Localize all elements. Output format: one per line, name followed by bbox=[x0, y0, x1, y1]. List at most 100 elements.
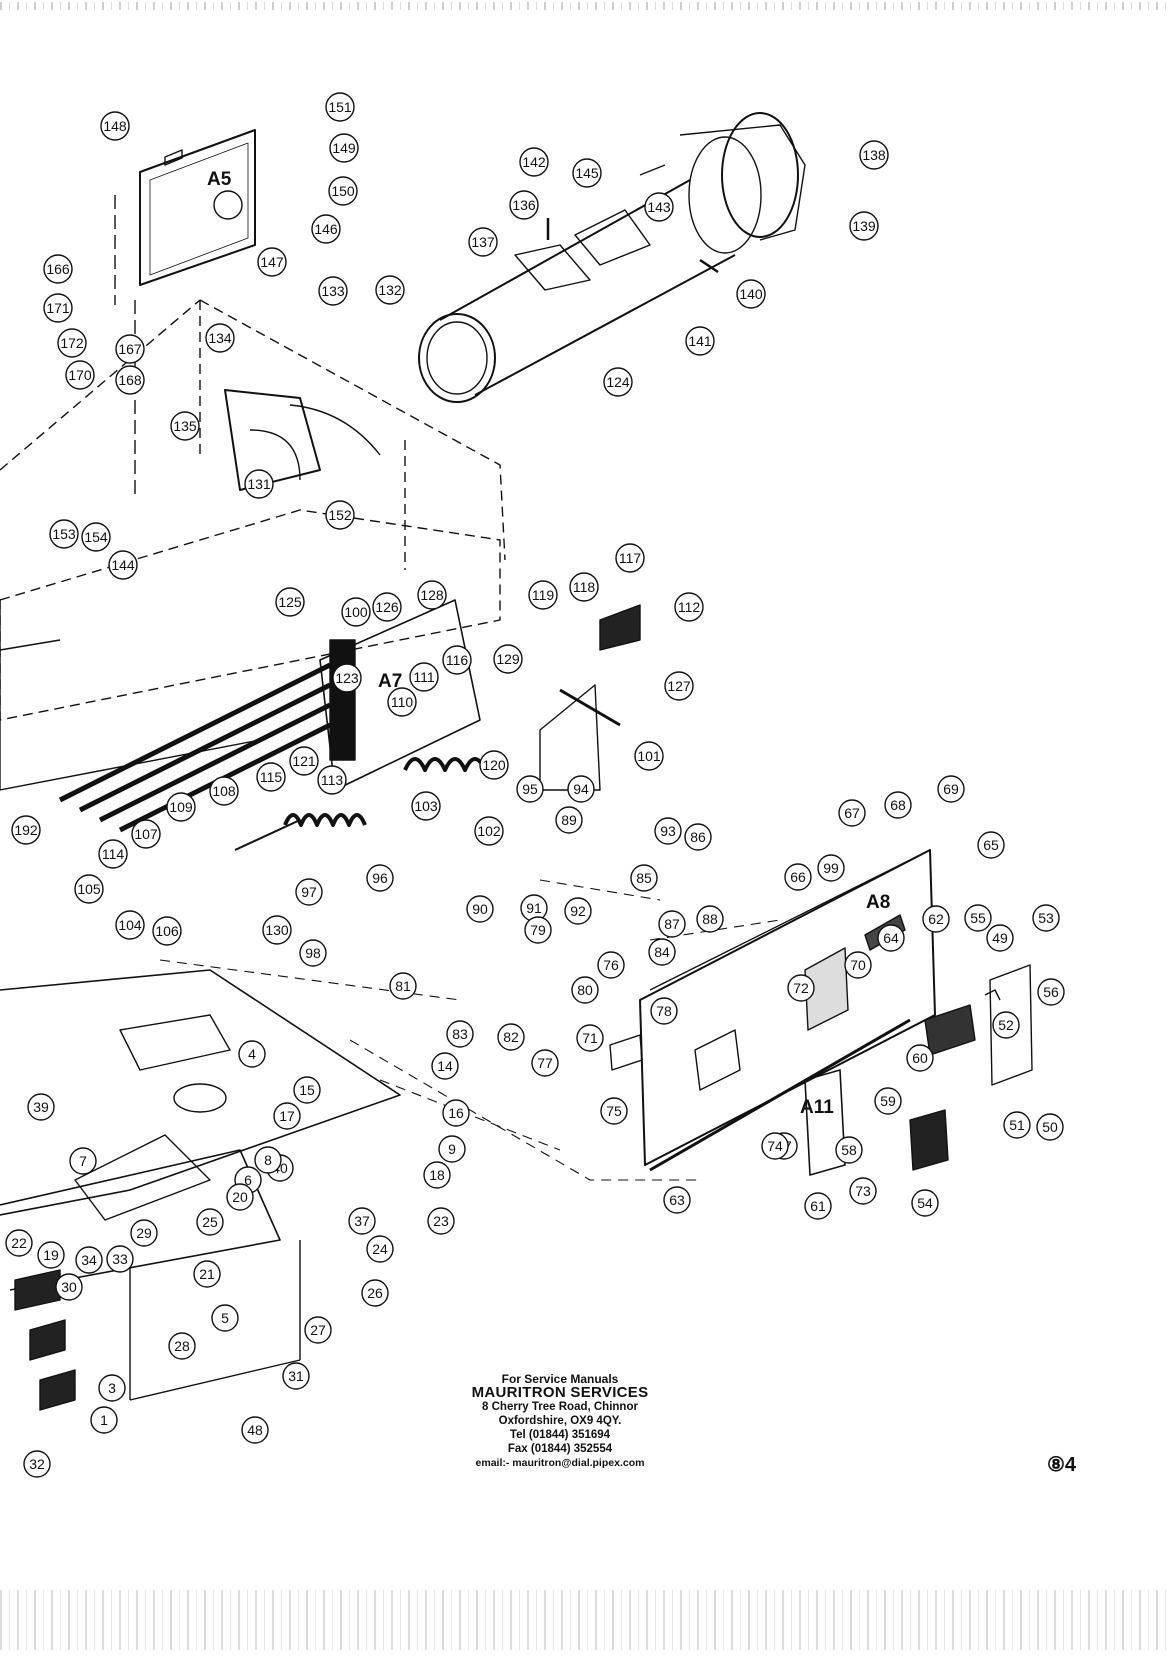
callout-87: 87 bbox=[658, 910, 686, 938]
callout-74: 74 bbox=[761, 1132, 789, 1160]
callout-circle bbox=[986, 924, 1014, 952]
callout-number: 66 bbox=[790, 869, 806, 885]
callout-142: 142 bbox=[519, 147, 549, 177]
callout-circle bbox=[674, 592, 704, 622]
callout-number: 21 bbox=[199, 1266, 215, 1282]
callout-112: 112 bbox=[674, 592, 704, 622]
callout-number: 85 bbox=[636, 870, 652, 886]
callout-number: 31 bbox=[288, 1368, 304, 1384]
callout-number: 28 bbox=[174, 1338, 190, 1354]
callout-number: 33 bbox=[112, 1251, 128, 1267]
callout-circle bbox=[874, 1087, 902, 1115]
callout-number: 131 bbox=[247, 476, 271, 492]
callout-29: 29 bbox=[130, 1219, 158, 1247]
callout-number: 98 bbox=[305, 945, 321, 961]
callout-number: 39 bbox=[33, 1099, 49, 1115]
callout-number: 137 bbox=[471, 234, 495, 250]
callout-circle bbox=[438, 1135, 466, 1163]
callout-number: 59 bbox=[880, 1093, 896, 1109]
callout-number: 88 bbox=[702, 911, 718, 927]
callout-number: 71 bbox=[582, 1030, 598, 1046]
callout-number: 166 bbox=[46, 261, 70, 277]
callout-number: 53 bbox=[1038, 910, 1054, 926]
callout-number: 51 bbox=[1009, 1117, 1025, 1133]
callout-number: 124 bbox=[606, 374, 630, 390]
callout-17: 17 bbox=[273, 1102, 301, 1130]
callout-116: 116 bbox=[442, 645, 472, 675]
callout-109: 109 bbox=[166, 792, 196, 822]
callout-77: 77 bbox=[531, 1049, 559, 1077]
callout-number: 106 bbox=[155, 923, 179, 939]
callout-number: 75 bbox=[606, 1103, 622, 1119]
callout-circle bbox=[600, 1097, 628, 1125]
callout-circle bbox=[787, 974, 815, 1002]
callout-110: 110 bbox=[387, 687, 417, 717]
callout-number: 62 bbox=[928, 911, 944, 927]
callout-79: 79 bbox=[524, 916, 552, 944]
callout-150: 150 bbox=[328, 176, 358, 206]
callout-circle bbox=[442, 1099, 470, 1127]
callout-circle bbox=[375, 275, 405, 305]
callout-circle bbox=[205, 323, 235, 353]
callout-95: 95 bbox=[516, 775, 544, 803]
callout-number: 22 bbox=[11, 1235, 27, 1251]
callout-113: 113 bbox=[317, 765, 347, 795]
callout-circle bbox=[849, 211, 879, 241]
callout-circle bbox=[5, 1229, 33, 1257]
callout-circle bbox=[209, 776, 239, 806]
callout-number: 70 bbox=[850, 957, 866, 973]
callout-70: 70 bbox=[844, 951, 872, 979]
callout-number: 27 bbox=[310, 1322, 326, 1338]
callout-140: 140 bbox=[736, 279, 766, 309]
callout-number: 6 bbox=[244, 1172, 252, 1188]
callout-93: 93 bbox=[654, 817, 682, 845]
callout-number: 135 bbox=[173, 418, 197, 434]
callout-18: 18 bbox=[423, 1161, 451, 1189]
callout-circle bbox=[884, 791, 912, 819]
callout-130: 130 bbox=[262, 915, 292, 945]
callout-3: 3 bbox=[98, 1374, 126, 1402]
callout-30: 30 bbox=[55, 1273, 83, 1301]
callout-circle bbox=[784, 863, 812, 891]
callout-102: 102 bbox=[474, 816, 504, 846]
callout-98: 98 bbox=[299, 939, 327, 967]
callout-number: 172 bbox=[60, 335, 84, 351]
callout-circle bbox=[468, 227, 498, 257]
callout-123: 123 bbox=[332, 663, 362, 693]
callout-circle bbox=[423, 1161, 451, 1189]
callout-number: 56 bbox=[1043, 984, 1059, 1000]
callout-64: 64 bbox=[877, 924, 905, 952]
callout-number: 29 bbox=[136, 1225, 152, 1241]
callout-circle bbox=[389, 972, 417, 1000]
callout-circle bbox=[859, 140, 889, 170]
callout-154: 154 bbox=[81, 522, 111, 552]
callout-number: 95 bbox=[522, 781, 538, 797]
callout-153: 153 bbox=[49, 519, 79, 549]
callout-circle bbox=[663, 1186, 691, 1214]
callout-14: 14 bbox=[431, 1052, 459, 1080]
callout-circle bbox=[411, 791, 441, 821]
callout-circle bbox=[576, 1024, 604, 1052]
callout-104: 104 bbox=[115, 910, 145, 940]
callout-circle bbox=[603, 367, 633, 397]
callout-number: 69 bbox=[943, 781, 959, 797]
callout-number: 129 bbox=[496, 651, 520, 667]
callout-83: 83 bbox=[446, 1020, 474, 1048]
footer-email: email:- mauritron@dial.pipex.com bbox=[475, 1457, 645, 1469]
callout-circle bbox=[630, 864, 658, 892]
callout-171: 171 bbox=[43, 293, 73, 323]
callout-circle bbox=[98, 1374, 126, 1402]
callout-170: 170 bbox=[65, 360, 95, 390]
callout-circle bbox=[37, 1241, 65, 1269]
callout-circle bbox=[238, 1040, 266, 1068]
scan-noise-top bbox=[0, 2, 1168, 10]
callout-number: 151 bbox=[328, 99, 352, 115]
callout-number: 152 bbox=[328, 507, 352, 523]
callout-24: 24 bbox=[366, 1235, 394, 1263]
callout-number: 153 bbox=[52, 526, 76, 542]
callout-number: 81 bbox=[395, 978, 411, 994]
callout-circle bbox=[1036, 1113, 1064, 1141]
callout-circle bbox=[685, 326, 715, 356]
callout-circle bbox=[273, 1102, 301, 1130]
callout-number: 192 bbox=[14, 822, 38, 838]
